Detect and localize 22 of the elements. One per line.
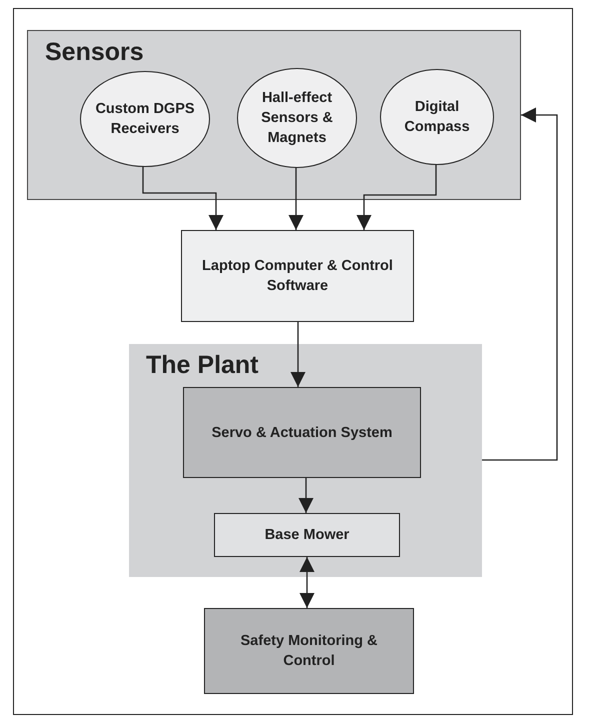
arrow: [142, 166, 224, 230]
sensor-group: [27, 30, 521, 200]
node-label: Servo & Actuation System: [212, 424, 392, 442]
process-box: [181, 230, 414, 322]
arrow: [482, 108, 558, 461]
arrow: [288, 167, 304, 230]
node-label: Hall-effect Sensors & Magnets: [260, 89, 334, 148]
node-label: Base Mower: [264, 526, 350, 545]
process-box: [204, 608, 414, 694]
arrow: [290, 322, 306, 387]
group-heading: The Plant: [146, 350, 259, 380]
arrow: [298, 478, 314, 513]
plant-group: [129, 344, 482, 577]
process-box: [183, 387, 421, 478]
arrow: [300, 557, 314, 608]
node-label: Digital Compass: [403, 98, 471, 137]
arrow: [356, 164, 437, 230]
node-label: Custom DGPS Receivers: [94, 100, 196, 139]
node-label: Safety Monitoring & Control: [240, 632, 378, 671]
process-box: [214, 513, 400, 557]
group-heading: Sensors: [45, 37, 144, 67]
node-label: Laptop Computer & Control Software: [201, 257, 394, 296]
